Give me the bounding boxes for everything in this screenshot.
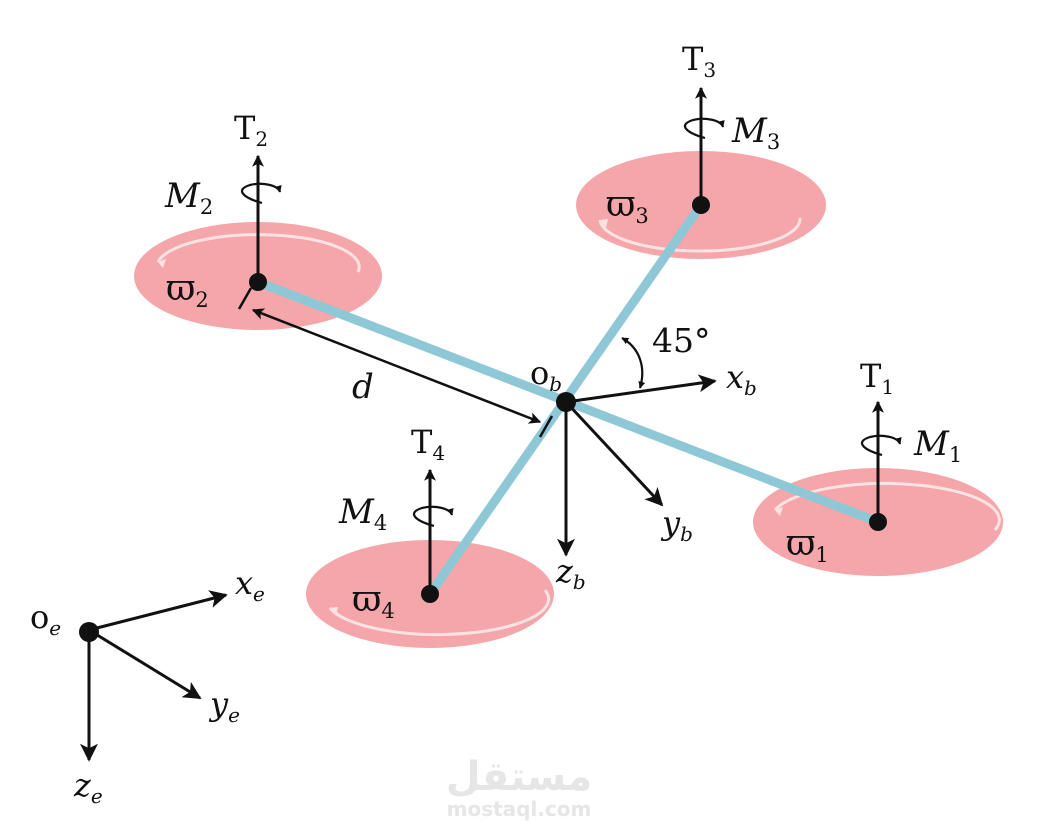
- earth-frame-axes: [79, 590, 228, 762]
- speed-label-1: ϖ1: [786, 523, 829, 567]
- thrust-label-4: T4: [411, 423, 445, 465]
- earth-y-axis: [88, 628, 202, 700]
- angle-arc: [621, 337, 646, 389]
- moment-curl-icon-1: [860, 434, 902, 457]
- earth-y-label: ye: [208, 685, 240, 727]
- rotation-arrow-icon: [330, 607, 338, 616]
- moment-curl-icon-2: [240, 182, 282, 205]
- thrust-label-1: T1: [860, 357, 894, 399]
- rotor-hub-4: [421, 585, 439, 603]
- body-frame-axes: [556, 374, 717, 557]
- body-origin-dot: [556, 392, 576, 412]
- rotor-hub-3: [692, 196, 710, 214]
- body-y-axis: [564, 400, 664, 507]
- rotor-hub-2: [249, 273, 267, 291]
- moment-curl-icon-3: [683, 117, 725, 140]
- rotation-arrow-icon: [158, 259, 166, 268]
- moment-curl-icon-4: [412, 505, 454, 528]
- moment-label-1: M1: [913, 424, 962, 467]
- earth-origin-label: oe: [30, 598, 61, 640]
- speed-label-2: ϖ2: [166, 268, 209, 312]
- body-z-label: zb: [555, 552, 586, 594]
- moment-label-2: M2: [164, 176, 213, 219]
- earth-z-label: ze: [73, 766, 103, 808]
- angle-label: 45°: [652, 321, 711, 360]
- watermark-logo: مستقل: [446, 754, 592, 800]
- earth-x-axis: [88, 590, 228, 632]
- watermark-url: mostaql.com: [447, 797, 592, 821]
- speed-label-3: ϖ3: [606, 184, 649, 228]
- moment-label-3: M3: [731, 111, 780, 154]
- body-x-axis: [565, 374, 717, 404]
- rotation-arrow-icon: [775, 507, 783, 516]
- thrust-label-2: T2: [234, 109, 268, 151]
- rotor-hub-1: [869, 513, 887, 531]
- body-origin-label: ob: [530, 354, 562, 396]
- thrust-label-3: T3: [682, 40, 716, 82]
- rotation-arrow-icon: [600, 219, 608, 228]
- earth-x-label: xe: [235, 564, 265, 606]
- body-y-label: yb: [660, 504, 693, 546]
- speed-label-4: ϖ4: [352, 579, 395, 623]
- arm-length-dimension: [237, 287, 554, 438]
- moment-label-4: M4: [338, 492, 387, 535]
- earth-origin-dot: [79, 622, 99, 642]
- arm-length-label: d: [352, 367, 374, 407]
- body-x-label: xb: [726, 358, 757, 400]
